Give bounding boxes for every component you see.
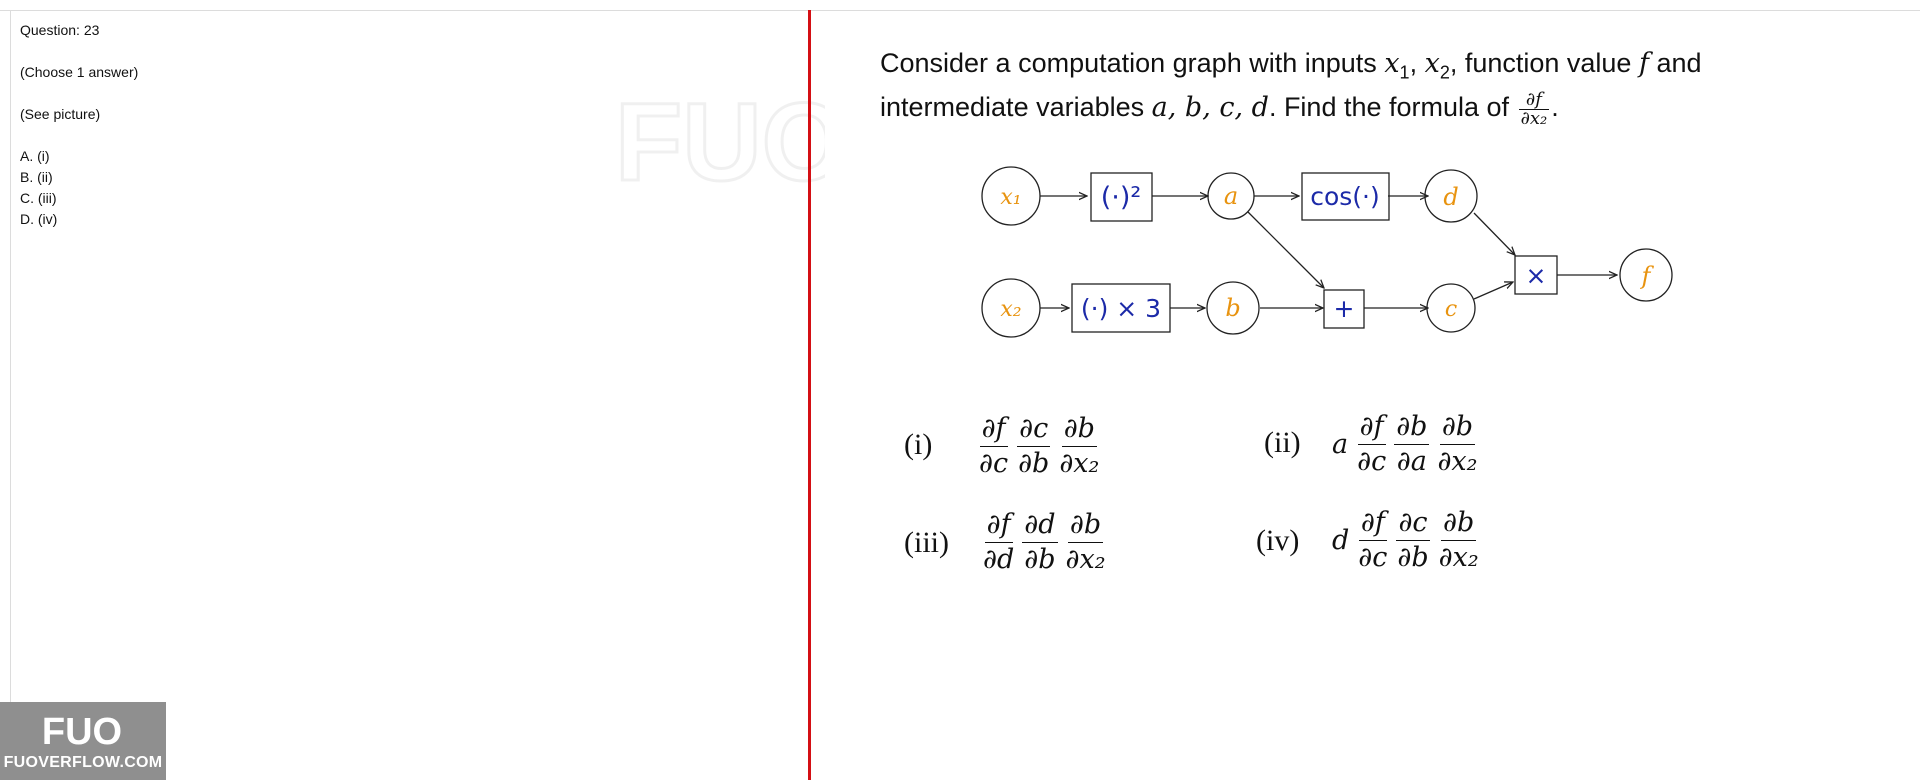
opt-iv-frac3-num: ∂b [1441,508,1477,541]
var-x2: x [1424,48,1440,79]
left-border [10,10,11,780]
node-x1 [981,166,1041,226]
op-mult-label: × [1526,261,1547,290]
opt-ii-frac2-num: ∂b [1394,412,1430,445]
opt-i-frac3-num: ∂b [1061,414,1097,447]
opt-i-frac1-num: ∂f [979,414,1008,447]
opt-iii-frac1-den: ∂d [983,544,1015,575]
logo-text: FUOVERFLOW.COM [3,754,163,771]
opt-iii-frac3-den: ∂x₂ [1065,544,1106,575]
fuoverflow-logo: FUO FUOVERFLOW.COM [0,702,166,780]
opt-ii-frac1-den: ∂c [1357,446,1387,477]
question-number: Question: 23 [20,22,100,38]
op-mult-box [1514,255,1558,295]
op-plus-label: + [1334,294,1355,323]
opt-iv-frac3-den: ∂x₂ [1438,542,1479,573]
op-cos-label: cos(·) [1310,182,1380,211]
edge-c-mult [1473,282,1513,300]
question-period: . [1551,92,1559,123]
question-image: Consider a computation graph with inputs… [812,10,1920,780]
question-text: Consider a computation graph with inputs… [880,48,1702,129]
question-text-part3: and intermediate variables [880,48,1702,123]
computation-graph: x₁ a d x₂ b c f (·)² cos(·) (·) × 3 + × [981,166,1673,338]
op-square-box [1090,172,1153,222]
opt-iii-frac2-den: ∂b [1024,544,1056,575]
fuo-logo-icon: FUO [42,711,122,750]
op-times3-label: (·) × 3 [1081,294,1161,323]
question-text-part4: . Find the formula of [1268,92,1510,123]
var-x1: x [1384,48,1400,79]
opt-iv-frac1-den: ∂c [1358,542,1388,573]
opt-iii-frac2-num: ∂d [1022,510,1058,543]
edge-a-plus [1247,211,1324,288]
option-ii-label: (ii) [1264,426,1301,459]
option-iii-formula: ∂f∂d ∂d∂b ∂b∂x₂ [978,510,1111,575]
top-border [0,10,1920,11]
answer-option-a[interactable]: A. (i) [20,148,50,164]
op-square-label: (·)² [1101,182,1141,213]
op-plus-box [1323,289,1365,329]
answer-option-b[interactable]: B. (ii) [20,169,53,185]
node-x2 [981,278,1041,338]
option-iii-label: (iii) [904,526,949,559]
opt-i-frac2-num: ∂c [1017,414,1051,447]
node-d-label: d [1443,183,1458,211]
node-c-label: c [1445,297,1457,322]
sub-2: 2 [1439,62,1450,83]
answer-formulas: (i) ∂f∂c ∂c∂b ∂b∂x₂ (ii) a ∂f∂c ∂b∂a ∂b∂… [812,10,1920,780]
question-panel: Question: 23 (Choose 1 answer) (See pict… [20,20,800,230]
op-times3-box [1071,283,1171,333]
faint-watermark-logo-icon: FUO [614,85,826,190]
opt-i-frac3-den: ∂x₂ [1059,448,1100,479]
panel-divider [808,10,811,780]
opt-i-frac1-den: ∂c [979,448,1009,479]
opt-iv-coef: d [1332,525,1350,556]
opt-iv-frac2-num: ∂c [1396,508,1430,541]
see-picture-note: (See picture) [20,106,101,122]
node-x1-label: x₁ [1000,185,1021,210]
answer-option-d[interactable]: D. (iv) [20,211,58,227]
node-d [1424,169,1478,223]
option-iv-label: (iv) [1256,524,1300,557]
opt-ii-coef: a [1332,429,1349,460]
node-f [1619,248,1673,302]
node-c [1426,283,1476,333]
svg-text:FUO: FUO [615,85,825,190]
edge-d-mult [1473,212,1515,255]
opt-ii-frac3-den: ∂x₂ [1437,446,1478,477]
node-a [1207,172,1255,220]
option-i-formula: ∂f∂c ∂c∂b ∂b∂x₂ [974,414,1104,479]
answer-instruction: (Choose 1 answer) [20,64,139,80]
opt-iv-frac1-num: ∂f [1358,508,1387,541]
question-text-part1: Consider a computation graph with inputs [880,48,1377,78]
sub-1: 1 [1399,62,1410,83]
fraction-denominator: ∂x₂ [1520,107,1548,129]
question-text-part2: , function value [1449,48,1632,78]
option-ii-formula: a ∂f∂c ∂b∂a ∂b∂x₂ [1332,412,1482,477]
node-x2-label: x₂ [1000,297,1021,322]
node-b-label: b [1225,294,1240,322]
op-cos-box [1301,172,1390,221]
svg-text:FUO: FUO [42,711,122,750]
answer-option-c[interactable]: C. (iii) [20,190,57,206]
option-i-label: (i) [904,428,933,461]
opt-iii-frac1-num: ∂f [984,510,1013,543]
opt-iii-frac3-num: ∂b [1067,510,1104,543]
vars-abcd: a, b, c, d [1151,92,1269,124]
node-a-label: a [1224,182,1238,210]
var-f: f [1638,48,1649,79]
opt-ii-frac3-num: ∂b [1439,412,1476,445]
opt-ii-frac2-den: ∂a [1396,446,1427,477]
opt-iv-frac2-den: ∂b [1397,542,1429,573]
question-fraction: ∂f ∂x₂ [1518,90,1550,129]
fraction-numerator: ∂f [1518,90,1550,110]
opt-ii-frac1-num: ∂f [1357,412,1386,445]
opt-i-frac2-den: ∂b [1018,448,1050,479]
option-iv-formula: d ∂f∂c ∂c∂b ∂b∂x₂ [1332,508,1484,573]
node-b [1206,281,1260,335]
